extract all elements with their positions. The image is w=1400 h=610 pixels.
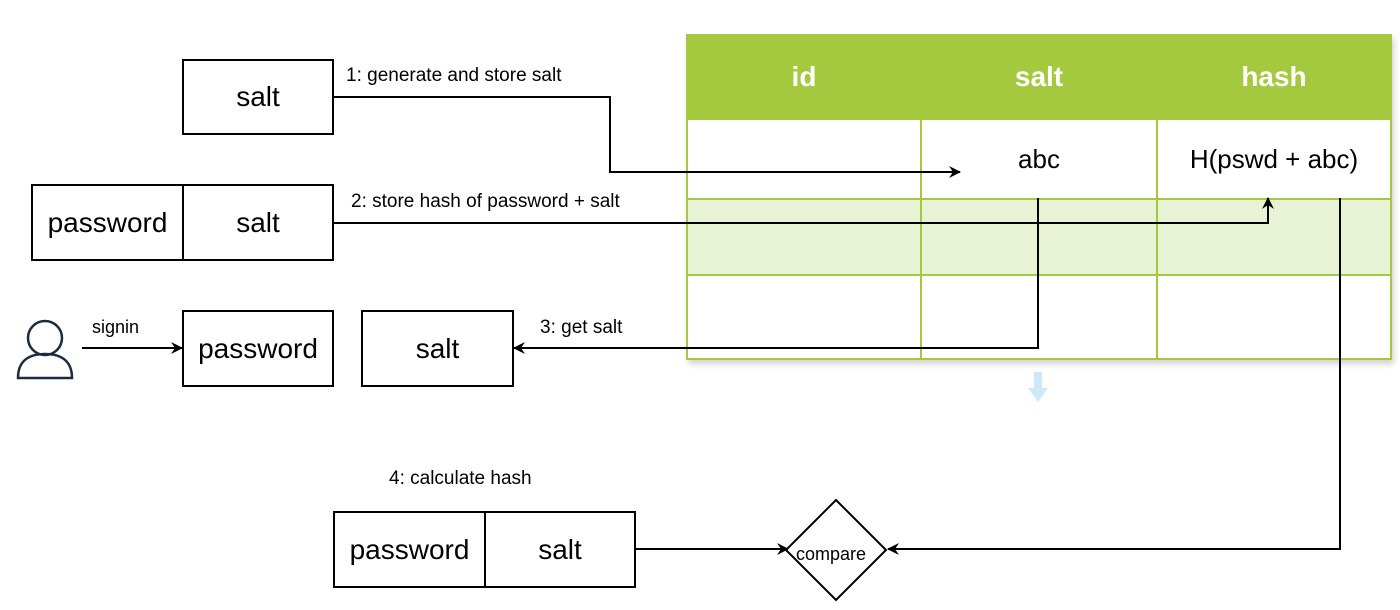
step2-caption: 2: store hash of password + salt xyxy=(351,191,620,212)
step4-caption: 4: calculate hash xyxy=(389,468,532,489)
row1-id xyxy=(686,118,922,200)
signin-caption: signin xyxy=(92,317,140,337)
user-icon xyxy=(16,319,74,380)
header-hash: hash xyxy=(1156,34,1392,120)
header-salt: salt xyxy=(920,34,1158,120)
row2-hash xyxy=(1156,198,1392,276)
store-password-label: password xyxy=(47,206,168,238)
compare-label: compare xyxy=(796,544,867,564)
calc-password-label: password xyxy=(349,533,470,565)
step1-caption: 1: generate and store salt xyxy=(346,65,562,86)
row3-hash xyxy=(1156,274,1392,360)
store-salt-label: salt xyxy=(236,206,280,238)
store-salt-box: salt xyxy=(182,184,334,261)
row3-id xyxy=(686,274,922,360)
row3-salt xyxy=(920,274,1158,360)
signin-password-box: password xyxy=(182,310,334,387)
retrieved-salt-box: salt xyxy=(361,310,514,387)
row1-hash: H(pswd + abc) xyxy=(1156,118,1392,200)
row2-salt xyxy=(920,198,1158,276)
row1-salt: abc xyxy=(920,118,1158,200)
generated-salt-box: salt xyxy=(182,59,334,135)
row2-id xyxy=(686,198,922,276)
compare-diamond xyxy=(784,498,888,602)
database-table: id salt hash abc H(pswd + abc) xyxy=(686,34,1392,360)
faint-down-arrow-icon xyxy=(1028,372,1048,402)
calc-salt-box: salt xyxy=(484,511,636,588)
store-password-box: password xyxy=(31,184,184,261)
retrieved-salt-label: salt xyxy=(415,332,460,364)
header-id: id xyxy=(686,34,922,120)
generated-salt-label: salt xyxy=(236,81,280,112)
signin-password-label: password xyxy=(198,332,318,364)
calc-password-box: password xyxy=(333,511,486,588)
calc-salt-label: salt xyxy=(538,533,582,565)
step3-caption: 3: get salt xyxy=(540,317,623,338)
